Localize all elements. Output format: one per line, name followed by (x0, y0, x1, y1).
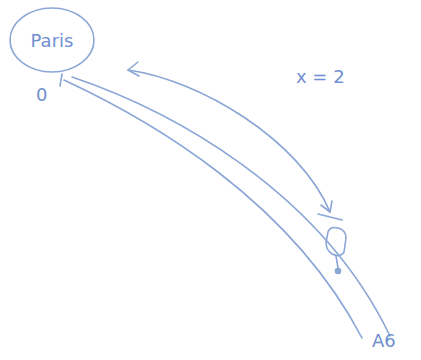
marker-tick (318, 214, 342, 220)
car-leader (336, 256, 338, 268)
distance-arrow (128, 70, 330, 212)
sketch-label: A6 (372, 330, 396, 351)
arrow-head (321, 201, 332, 212)
car-dot (336, 269, 341, 274)
car-icon (326, 228, 346, 256)
arrow-head (128, 62, 139, 76)
city-circle: Paris (8, 6, 96, 74)
sketch-label: 0 (36, 84, 47, 105)
origin-tick (60, 74, 62, 86)
sketch-label: x = 2 (296, 66, 345, 87)
road-line (64, 80, 362, 338)
road-line (72, 77, 390, 336)
city-name: Paris (31, 30, 74, 51)
